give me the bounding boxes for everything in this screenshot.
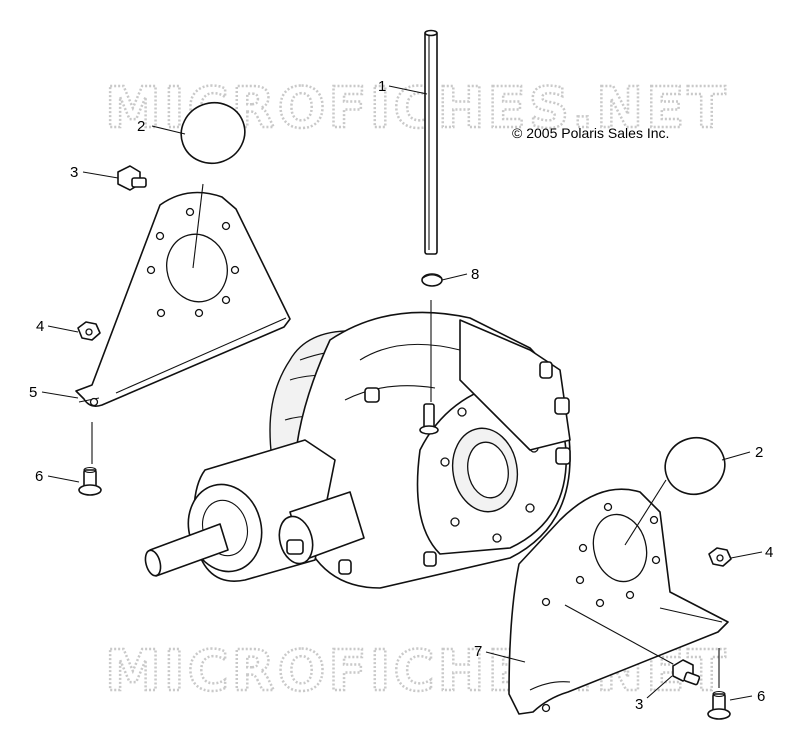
callout-8: 8 [471, 266, 479, 283]
pin-right-part [707, 690, 731, 720]
callout-1: 1 [378, 78, 386, 95]
tube-part [424, 29, 438, 255]
callout-7: 7 [474, 643, 482, 660]
callout-6-right: 6 [757, 688, 765, 705]
cover-bolts [364, 361, 571, 465]
leader-lines [41, 85, 763, 701]
copyright-text: © 2005 Polaris Sales Inc. [512, 125, 669, 141]
callout-labels: 1 2 3 4 5 6 8 2 4 7 3 6 [29, 78, 773, 713]
pin-left-part [78, 466, 102, 496]
callout-2-left: 2 [137, 118, 145, 135]
callout-4-left: 4 [36, 318, 44, 335]
gasket-left-part [180, 101, 246, 165]
bracket-left-part [75, 191, 291, 407]
callout-4-right: 4 [765, 544, 773, 561]
callout-6-left: 6 [35, 468, 43, 485]
callout-3-right: 3 [635, 696, 643, 713]
callout-3-left: 3 [70, 164, 78, 181]
bolt-right-part [672, 659, 701, 686]
clamp-part [421, 273, 443, 287]
gearcase-assembly [144, 311, 571, 589]
nut-left-part [77, 321, 101, 341]
callout-5: 5 [29, 384, 37, 401]
gasket-right-part [664, 436, 726, 496]
callout-2-right: 2 [755, 444, 763, 461]
bolt-left-part [117, 165, 147, 191]
nut-right-part [708, 547, 732, 567]
